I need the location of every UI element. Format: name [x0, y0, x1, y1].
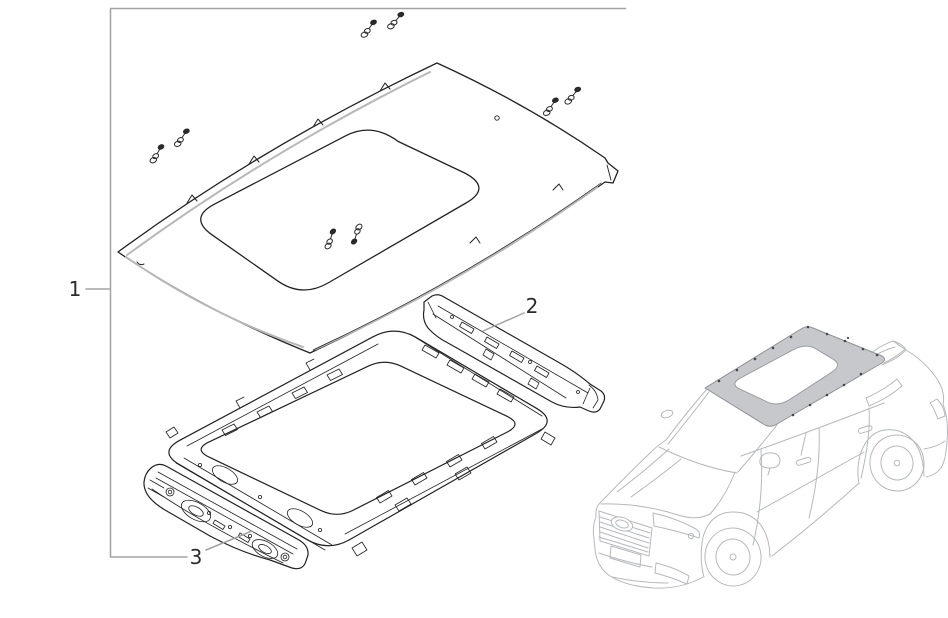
vehicle-spoiler	[867, 340, 907, 366]
vehicle-far-mirror	[660, 409, 674, 419]
vehicle-plate	[609, 545, 642, 568]
callout-2-leader	[482, 312, 525, 332]
vehicle-fog-inlet	[654, 562, 690, 585]
vehicle-taillight	[929, 398, 946, 420]
vehicle-front-wheel-arch	[700, 511, 771, 578]
vehicle-rear-door-seam	[808, 427, 820, 519]
vehicle-grille	[598, 510, 653, 557]
bracket-outline	[109, 7, 627, 558]
roof-mount-dots	[717, 325, 879, 417]
callout-1[interactable]: 1	[69, 277, 82, 301]
vehicle-bumper-crease	[598, 552, 653, 568]
vehicle-rear-glass-edge	[883, 349, 905, 364]
vehicle-rocker	[771, 483, 859, 557]
vehicle-hood-front-edge	[600, 503, 711, 519]
front-header-panel-drawing[interactable]	[143, 463, 309, 570]
vehicle-cowl	[658, 446, 738, 474]
vehicle-bumper-lip	[611, 576, 669, 584]
clip-icon	[357, 18, 381, 39]
callout-3-leader	[205, 530, 253, 551]
clip-icon	[539, 96, 563, 117]
sunroof-frame-details	[165, 333, 556, 557]
sunroof-frame-opening	[200, 361, 516, 515]
vehicle-hood-crease	[630, 458, 682, 498]
clip-icon	[170, 127, 194, 148]
highlighted-sunroof-opening	[734, 345, 838, 405]
vehicle-c-pillar-seam	[860, 407, 870, 479]
sunroof-frame-drawing[interactable]	[165, 330, 556, 557]
vehicle-mirror	[759, 452, 781, 476]
vehicle-fender-line	[709, 471, 736, 515]
roof-corner-tab-line	[606, 164, 612, 181]
callout-3[interactable]: 3	[190, 545, 203, 569]
front-header-details	[147, 471, 298, 564]
clip-icon	[561, 85, 585, 106]
roof-panel-outline[interactable]	[117, 62, 619, 354]
rear-rail-details	[427, 301, 599, 409]
vehicle-headlight	[652, 512, 701, 539]
sunroof-frame-outer[interactable]	[168, 330, 548, 547]
rear-header-rail-drawing[interactable]	[422, 294, 606, 413]
vehicle-b-pillar	[800, 432, 807, 456]
vehicle-front-wheel	[704, 527, 762, 587]
vehicle-rear-outline	[892, 340, 948, 478]
vehicle-rear-wheel	[869, 434, 925, 492]
vehicle-door-handle	[795, 456, 812, 466]
vehicle-drl	[687, 532, 695, 540]
vehicle-character-line	[756, 451, 865, 513]
roof-panel-drawing[interactable]	[117, 62, 619, 354]
vehicle-thumbnail	[592, 325, 948, 589]
assembly-bracket	[85, 7, 627, 558]
vehicle-a-pillar	[665, 388, 708, 441]
roof-flange-gray-lines	[125, 71, 598, 350]
roof-sunroof-cutout	[200, 129, 480, 291]
vehicle-logo	[610, 516, 634, 532]
vehicle-hood-crease	[616, 448, 670, 493]
vehicle-beltline	[740, 402, 885, 457]
vehicle-quarter-window	[865, 378, 903, 407]
vehicle-logo-inner	[615, 519, 629, 529]
vehicle-front-lower	[592, 501, 704, 589]
vehicle-front-door-seam	[752, 449, 763, 546]
clip-icon	[145, 143, 170, 165]
vehicle-door-handle	[857, 425, 873, 434]
vehicle-rear-wheel-arch	[857, 429, 925, 485]
callout-2[interactable]: 2	[526, 294, 539, 318]
clip-icon	[384, 11, 408, 31]
vehicle-a-pillar-inner	[667, 391, 710, 445]
roof-edge-notches	[136, 82, 564, 266]
roof-locator-hole	[494, 115, 500, 121]
vehicle-hood-left-edge	[600, 439, 667, 503]
vehicle-windshield-right-pillar	[737, 424, 778, 473]
roof-flange-inner-line	[312, 182, 602, 351]
vehicle-rear-bumper-line	[923, 440, 946, 450]
